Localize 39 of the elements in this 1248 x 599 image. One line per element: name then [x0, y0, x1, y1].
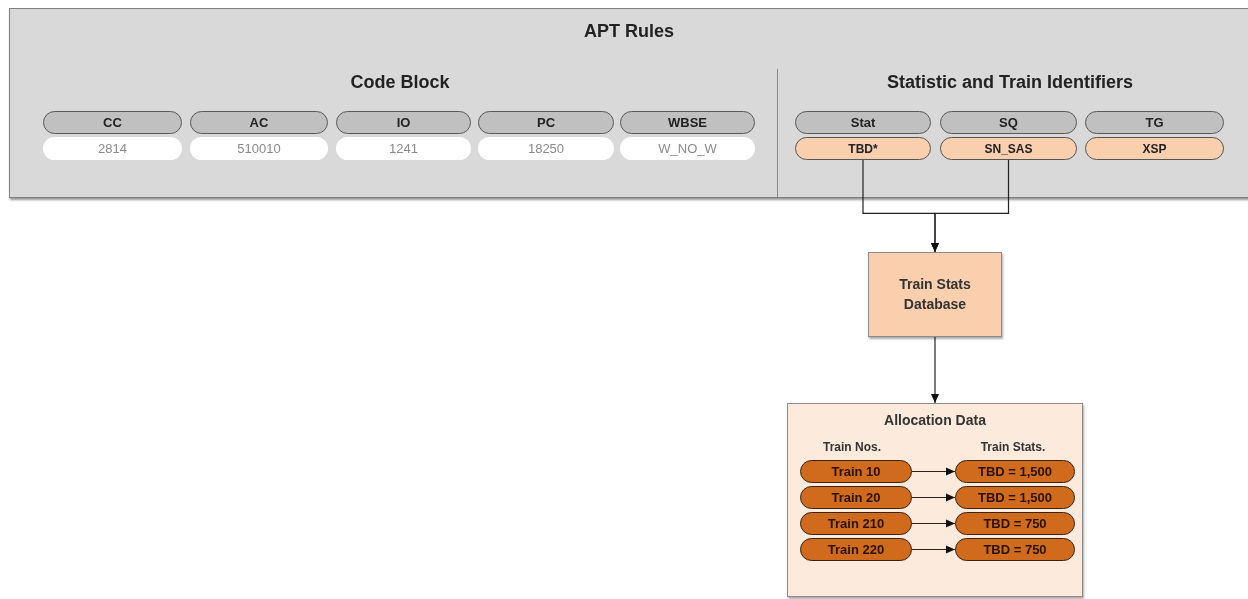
connector-arrow — [931, 159, 1010, 253]
allocation-pill: Train 20 — [800, 486, 912, 509]
field-header-pill: SQ — [940, 111, 1077, 134]
column-heading: Train Stats. — [979, 440, 1047, 454]
field-value-pill: 18250 — [478, 137, 614, 160]
allocation-pill: Train 220 — [800, 538, 912, 561]
connector-arrow — [911, 545, 956, 554]
field-header-pill: WBSE — [620, 111, 755, 134]
connector-arrow — [911, 467, 956, 476]
rules-panel — [9, 8, 1248, 198]
database-box: Train Stats Database — [868, 252, 1002, 337]
field-value-pill: 2814 — [43, 137, 182, 160]
column-heading: Train Nos. — [822, 440, 882, 454]
identifier-pill: TBD* — [795, 137, 931, 160]
connector-arrow — [931, 336, 939, 404]
connector-arrow — [911, 493, 956, 502]
panel-heading: Allocation Data — [883, 412, 987, 428]
allocation-pill: Train 10 — [800, 460, 912, 483]
field-value-pill: 510010 — [190, 137, 328, 160]
section-heading: Code Block — [349, 72, 451, 93]
field-header-pill: CC — [43, 111, 182, 134]
field-header-pill: PC — [478, 111, 614, 134]
allocation-pill: TBD = 750 — [955, 512, 1075, 535]
field-value-pill: 1241 — [336, 137, 471, 160]
allocation-pill: TBD = 1,500 — [955, 486, 1075, 509]
section-heading: Statistic and Train Identifiers — [885, 72, 1135, 93]
allocation-panel — [787, 403, 1083, 597]
field-header-pill: TG — [1085, 111, 1224, 134]
identifier-pill: SN_SAS — [940, 137, 1077, 160]
allocation-pill: Train 210 — [800, 512, 912, 535]
field-header-pill: IO — [336, 111, 471, 134]
allocation-pill: TBD = 1,500 — [955, 460, 1075, 483]
field-header-pill: AC — [190, 111, 328, 134]
connector-arrow — [911, 519, 956, 528]
identifier-pill: XSP — [1085, 137, 1224, 160]
field-value-pill: W_NO_W — [620, 137, 755, 160]
allocation-pill: TBD = 750 — [955, 538, 1075, 561]
panel-title: APT Rules — [583, 21, 675, 42]
field-header-pill: Stat — [795, 111, 931, 134]
